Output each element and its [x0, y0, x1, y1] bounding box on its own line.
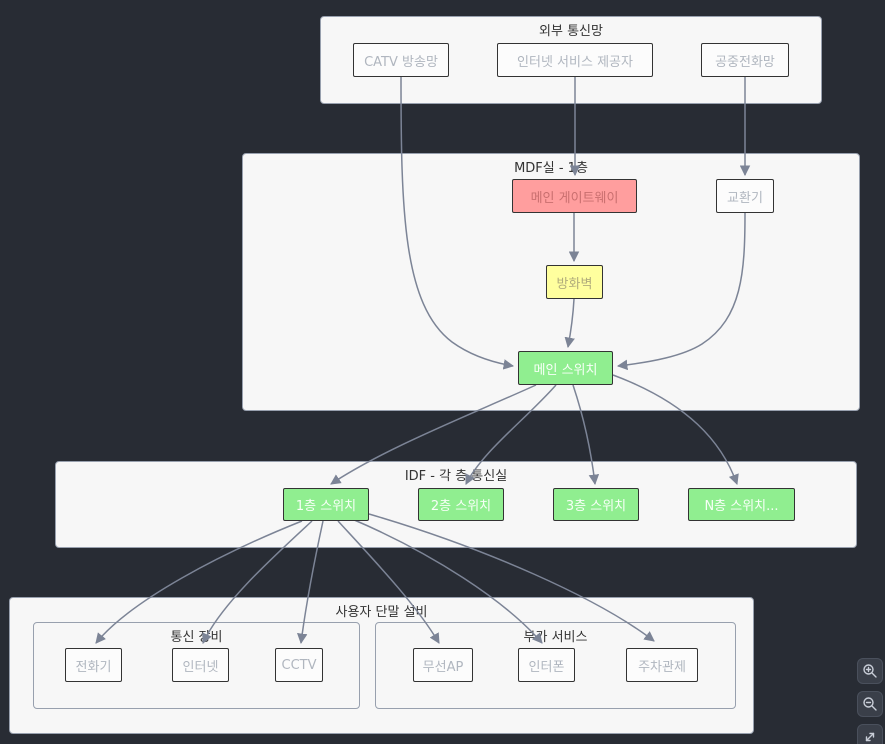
cluster-mdf-title: MDF실 - 1층 — [514, 161, 588, 176]
zoom-in-button[interactable] — [857, 658, 883, 684]
node-catv: CATV 방송망 — [353, 43, 449, 77]
node-wifi-ap: 무선AP — [413, 648, 473, 682]
node-pbx: 교환기 — [716, 179, 774, 213]
node-cctv: CCTV — [275, 648, 323, 682]
node-main-switch: 메인 스위치 — [518, 351, 613, 385]
node-floor2-switch: 2층 스위치 — [418, 488, 504, 521]
cluster-user-title: 사용자 단말 설비 — [335, 605, 428, 620]
node-floor3-switch: 3층 스위치 — [553, 488, 639, 521]
node-intercom: 인터폰 — [518, 648, 575, 682]
node-main-gateway: 메인 게이트웨이 — [512, 179, 637, 213]
zoom-in-icon — [863, 664, 877, 678]
cluster-idf-title: IDF - 각 층 통신실 — [404, 469, 508, 484]
cluster-extra-title: 부가 서비스 — [523, 630, 588, 645]
node-parking: 주차관제 — [626, 648, 698, 682]
node-floor1-switch: 1층 스위치 — [283, 488, 369, 521]
reset-view-button[interactable] — [857, 724, 883, 744]
node-firewall: 방화벽 — [546, 265, 603, 299]
node-internet: 인터넷 — [172, 648, 229, 682]
node-isp: 인터넷 서비스 제공자 — [497, 43, 653, 77]
expand-arrows-icon — [865, 732, 875, 742]
node-phone: 전화기 — [65, 648, 122, 682]
cluster-external-title: 외부 통신망 — [539, 24, 603, 39]
pan-zoom-controls — [857, 658, 883, 744]
zoom-out-button[interactable] — [857, 691, 883, 717]
node-pstn: 공중전화망 — [701, 43, 789, 77]
cluster-comm-title: 통신 장비 — [170, 630, 223, 645]
zoom-out-icon — [863, 697, 877, 711]
node-floorN-switch: N층 스위치... — [688, 488, 795, 521]
